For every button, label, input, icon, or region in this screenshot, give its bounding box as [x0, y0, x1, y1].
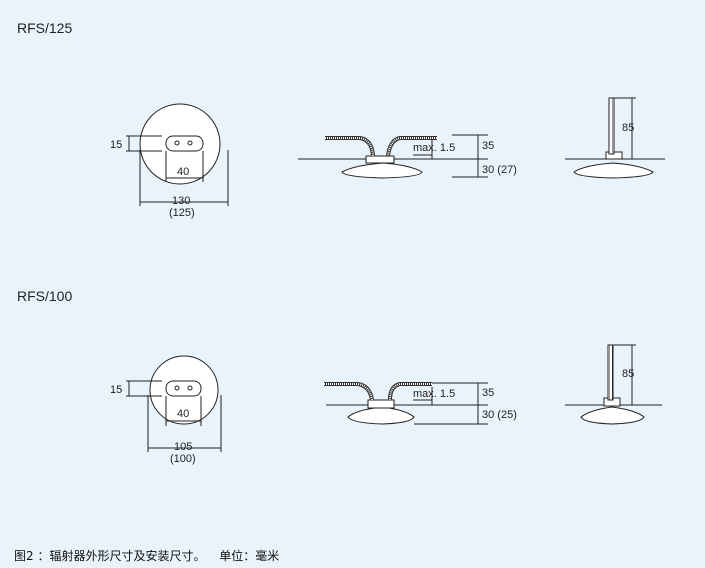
- mounting-plate: [165, 380, 202, 397]
- dim-15-rfs125: 15: [110, 139, 122, 151]
- section-title-rfs100: RFS/100: [17, 288, 73, 304]
- technical-drawing: 15 40 130 (125) max. 1.5 35 30 (27) 85: [110, 97, 665, 465]
- section-title-rfs125: RFS/125: [17, 20, 73, 36]
- caption-figure: 图2 ：辐射器外形尺寸及安装尺寸。: [14, 549, 206, 563]
- dim-105: 105: [174, 441, 192, 453]
- figure-caption: 图2 ：辐射器外形尺寸及安装尺寸。 单位：毫米: [14, 547, 289, 564]
- dim-100-alt: (100): [170, 453, 196, 465]
- dim-85-rfs100: 85: [622, 368, 634, 380]
- mounting-plate: [165, 135, 204, 152]
- max-label-rfs125: max. 1.5: [413, 142, 455, 154]
- rfs100-side-view: [324, 382, 488, 425]
- dim-130: 130: [172, 195, 190, 207]
- dim-125-alt: (125): [169, 207, 195, 219]
- caption-unit: 单位：毫米: [219, 549, 280, 563]
- rfs125-side-view: [298, 134, 488, 179]
- max-label-rfs100: max. 1.5: [413, 388, 455, 400]
- rfs100-rear-view: [565, 344, 662, 425]
- rfs125-rear-view: [565, 97, 665, 179]
- dim-85-rfs125: 85: [622, 122, 634, 134]
- dim-30-rfs100: 30 (25): [482, 409, 517, 421]
- dim-30-rfs125: 30 (27): [482, 164, 517, 176]
- dim-40-rfs100: 40: [177, 408, 189, 420]
- dim-35-rfs100: 35: [482, 387, 494, 399]
- dim-35-rfs125: 35: [482, 140, 494, 152]
- dim-40-rfs125: 40: [177, 166, 189, 178]
- rfs100-front-view: [126, 355, 222, 452]
- dim-15-rfs100: 15: [110, 384, 122, 396]
- rfs125-front-view: [126, 103, 229, 206]
